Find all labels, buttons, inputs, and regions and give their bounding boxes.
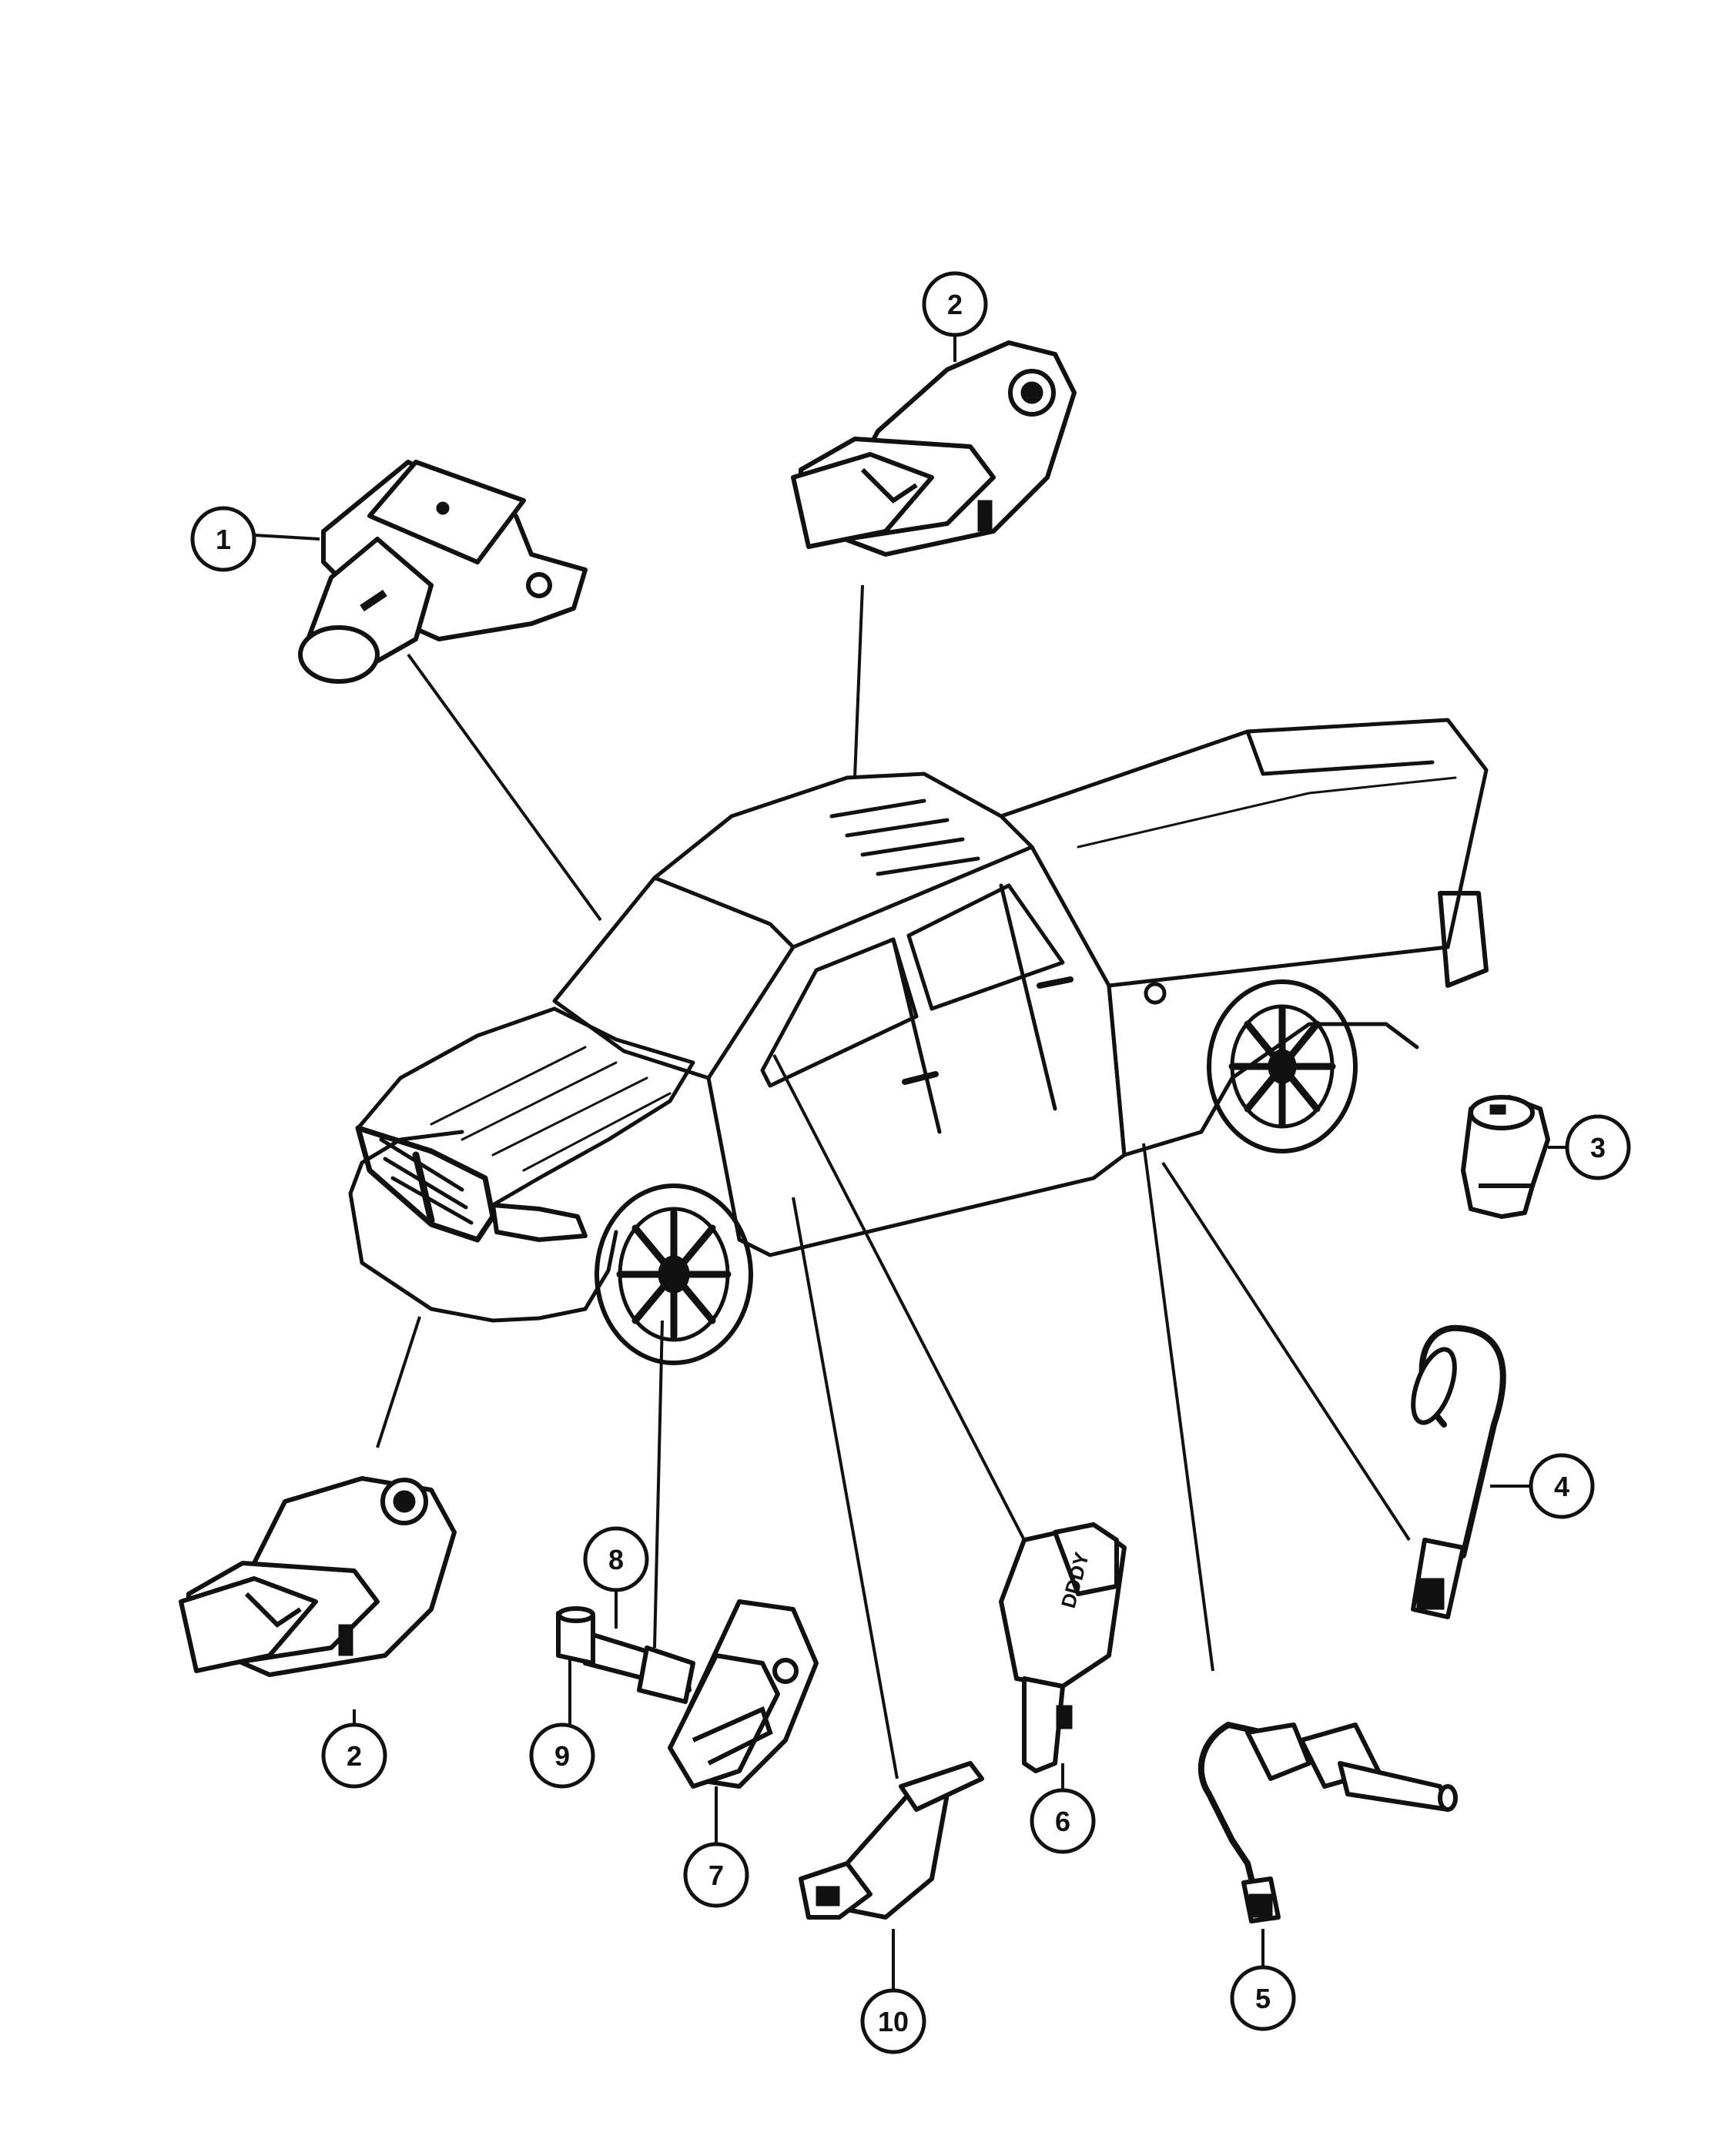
- part-10-switch: [799, 1761, 984, 1920]
- callout-5: 5: [1230, 1965, 1296, 2031]
- grille: [355, 1125, 496, 1243]
- callout-8: 8: [583, 1526, 649, 1592]
- truck-bed: [999, 718, 1489, 988]
- callout-6-label: 6: [1055, 1806, 1070, 1837]
- callout-4: 4: [1529, 1453, 1595, 1519]
- part-3-pressure-sensor: [1461, 1095, 1550, 1219]
- callout-10: 10: [860, 1988, 926, 2054]
- rear-wheel: [1207, 979, 1358, 1153]
- callout-1: 1: [190, 506, 256, 572]
- callout-3-label: 3: [1590, 1132, 1606, 1163]
- callout-2-bottom: 2: [321, 1722, 387, 1789]
- part-5-wired-sensor-harness: [1197, 1722, 1458, 1923]
- callout-1-label: 1: [216, 524, 231, 555]
- front-window: [760, 937, 919, 1088]
- part-2-front-sensor-lower: [179, 1476, 457, 1677]
- callout-2-top: 2: [922, 271, 988, 337]
- callout-3: 3: [1565, 1114, 1631, 1180]
- headlight: [491, 1203, 588, 1242]
- part-2-front-sensor-upper: [791, 340, 1077, 557]
- callout-7: 7: [683, 1842, 749, 1908]
- part-9-valve-cap: [556, 1606, 595, 1666]
- callout-4-label: 4: [1554, 1471, 1569, 1502]
- callout-10-label: 10: [878, 2006, 909, 2037]
- part-1-impact-sensor: [298, 460, 588, 684]
- pickup-truck: [348, 718, 1489, 1365]
- front-wheel: [595, 1183, 753, 1365]
- hood: [356, 1006, 695, 1207]
- callout-5-label: 5: [1255, 1983, 1271, 2014]
- part-7-tpms-sensor: [668, 1599, 819, 1789]
- callout-9: 9: [529, 1722, 595, 1789]
- callout-2-bottom-label: 2: [347, 1740, 362, 1772]
- callout-9-label: 9: [554, 1740, 570, 1772]
- callout-8-label: 8: [608, 1544, 624, 1575]
- part-8-valve-stem: [583, 1630, 695, 1704]
- part-6-brake-switch: DDDY: [999, 1522, 1127, 1773]
- taillight: [1438, 891, 1489, 988]
- callout-6: 6: [1030, 1788, 1096, 1854]
- part-4-wired-sensor: [1411, 1324, 1506, 1619]
- callout-2-top-label: 2: [947, 289, 963, 320]
- rear-window: [906, 883, 1065, 1011]
- callout-7-label: 7: [708, 1860, 724, 1891]
- leader-lines: [253, 335, 1567, 1990]
